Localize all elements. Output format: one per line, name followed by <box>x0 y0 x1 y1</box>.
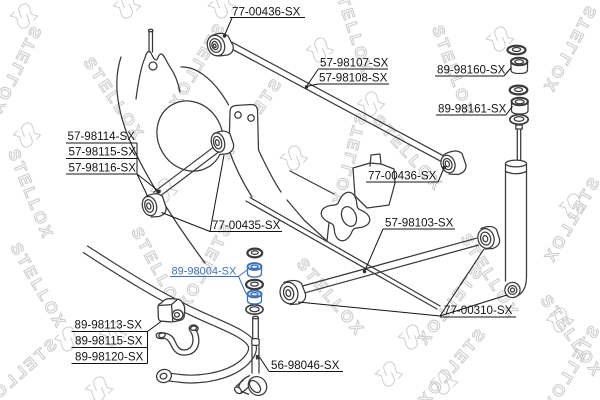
svg-text:77-00436-SX: 77-00436-SX <box>232 6 301 19</box>
svg-text:89-98115-SX: 89-98115-SX <box>75 335 143 348</box>
svg-text:89-98004-SX: 89-98004-SX <box>172 266 237 278</box>
svg-text:89-98113-SX: 89-98113-SX <box>75 319 143 332</box>
svg-text:56-98046-SX: 56-98046-SX <box>271 359 340 372</box>
svg-text:57-98103-SX: 57-98103-SX <box>385 217 454 230</box>
svg-text:57-98114-SX: 57-98114-SX <box>68 130 136 143</box>
svg-text:89-98161-SX: 89-98161-SX <box>438 103 507 116</box>
svg-text:77-00436-SX: 77-00436-SX <box>368 170 437 183</box>
svg-text:89-98120-SX: 89-98120-SX <box>75 351 144 364</box>
svg-text:57-98108-SX: 57-98108-SX <box>319 72 388 85</box>
svg-text:57-98107-SX: 57-98107-SX <box>320 57 389 70</box>
svg-text:77-00310-SX: 77-00310-SX <box>444 304 513 317</box>
svg-text:89-98160-SX: 89-98160-SX <box>437 64 506 77</box>
svg-text:57-98116-SX: 57-98116-SX <box>69 162 137 175</box>
svg-text:77-00435-SX: 77-00435-SX <box>212 219 281 232</box>
svg-text:57-98115-SX: 57-98115-SX <box>69 146 137 159</box>
